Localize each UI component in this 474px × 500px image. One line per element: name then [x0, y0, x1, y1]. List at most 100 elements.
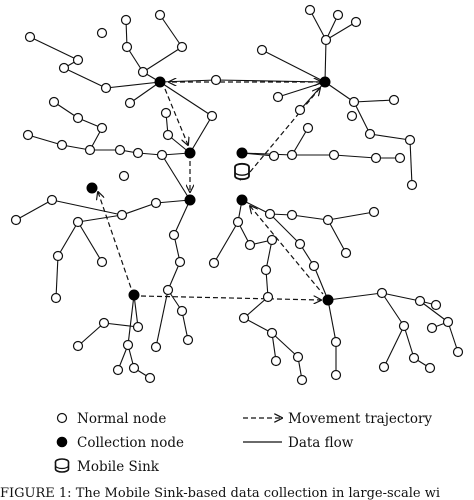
legend-mobile-sink-symbol: [54, 458, 70, 473]
data-flow-edge: [327, 292, 383, 301]
normal-node: [176, 41, 188, 53]
collection-node: [128, 289, 140, 301]
normal-node: [46, 194, 58, 206]
normal-node: [294, 238, 306, 250]
normal-node: [452, 346, 464, 358]
data-flow-edge: [381, 292, 421, 302]
normal-node: [256, 44, 268, 56]
data-flow-edge: [51, 199, 123, 216]
data-flow-edge: [325, 21, 357, 41]
normal-node: [262, 291, 274, 303]
normal-node: [322, 214, 334, 226]
data-flow-edge: [129, 81, 161, 104]
data-flow-edge: [243, 296, 269, 319]
data-flow-edge: [327, 299, 337, 343]
normal-node: [24, 31, 36, 43]
normal-node: [308, 260, 320, 272]
data-flow-edge: [103, 322, 139, 328]
normal-node: [294, 104, 306, 116]
normal-node: [72, 216, 84, 228]
collection-node: [236, 194, 248, 206]
collection-node: [86, 182, 98, 194]
normal-node: [270, 355, 282, 367]
normal-node: [266, 327, 278, 339]
data-flow-edge: [327, 219, 347, 254]
normal-node: [340, 247, 352, 259]
normal-node: [160, 107, 172, 119]
mobile-sink-marker: [234, 162, 250, 181]
trajectory-segment: [250, 206, 324, 295]
normal-node: [296, 374, 308, 386]
data-flow-edge: [383, 325, 405, 368]
data-flow-edge: [55, 255, 59, 299]
normal-node: [330, 369, 342, 381]
normal-node: [304, 4, 316, 16]
normal-node: [442, 316, 454, 328]
normal-node: [370, 152, 382, 164]
normal-node: [406, 179, 418, 191]
data-flow-edge: [121, 202, 157, 216]
data-flow-edge: [77, 322, 105, 347]
normal-node: [430, 299, 442, 311]
normal-node: [112, 364, 124, 376]
data-flow-edge: [77, 214, 123, 223]
normal-node: [156, 149, 168, 161]
normal-node: [10, 214, 22, 226]
normal-node: [244, 239, 256, 251]
data-flow-edge: [189, 115, 213, 154]
normal-node: [128, 362, 140, 374]
normal-node: [286, 209, 298, 221]
collection-node: [154, 76, 166, 88]
normal-node: [96, 27, 108, 39]
normal-node: [162, 129, 174, 141]
collection-node: [322, 294, 334, 306]
collection-node: [319, 76, 331, 88]
data-flow-edge: [447, 321, 459, 353]
normal-node: [72, 340, 84, 352]
trajectory-segment: [98, 192, 132, 289]
normal-node: [84, 144, 96, 156]
normal-node: [132, 321, 144, 333]
network-nodes: [10, 4, 464, 386]
legend-collection-node-label: Collection node: [77, 435, 184, 451]
normal-node: [232, 216, 244, 228]
normal-node: [302, 122, 314, 134]
normal-node: [120, 14, 132, 26]
data-flow-edge: [409, 139, 413, 186]
normal-node: [137, 66, 149, 78]
data-flow-edge: [333, 154, 377, 159]
normal-node: [272, 91, 284, 103]
normal-node: [114, 144, 126, 156]
trajectory-segment: [140, 295, 321, 300]
normal-node: [346, 110, 358, 122]
data-flow-edge: [269, 213, 301, 245]
data-flow-edge: [291, 127, 309, 156]
data-flow-edge: [155, 199, 191, 204]
normal-node: [292, 351, 304, 363]
normal-node: [424, 362, 436, 374]
data-flow-edge: [127, 294, 135, 346]
data-flow-edge: [324, 81, 355, 103]
data-flow-edge: [313, 265, 329, 301]
normal-node: [378, 361, 390, 373]
normal-node: [154, 9, 166, 21]
legend-data-flow-label: Data flow: [288, 435, 354, 451]
data-flow-edge: [369, 133, 411, 141]
data-flow-edge: [353, 101, 371, 135]
normal-node: [404, 134, 416, 146]
normal-node: [132, 147, 144, 159]
normal-node: [52, 250, 64, 262]
normal-node: [348, 96, 360, 108]
normal-node: [426, 322, 438, 334]
normal-node: [72, 112, 84, 124]
normal-node: [50, 292, 62, 304]
collection-node: [236, 147, 248, 159]
normal-node: [58, 62, 70, 74]
normal-node: [72, 54, 84, 66]
data-flow-edge: [105, 81, 161, 89]
normal-node: [150, 197, 162, 209]
data-flow-edge: [159, 81, 213, 117]
normal-node: [96, 122, 108, 134]
normal-node: [162, 284, 174, 296]
normal-node: [376, 287, 388, 299]
